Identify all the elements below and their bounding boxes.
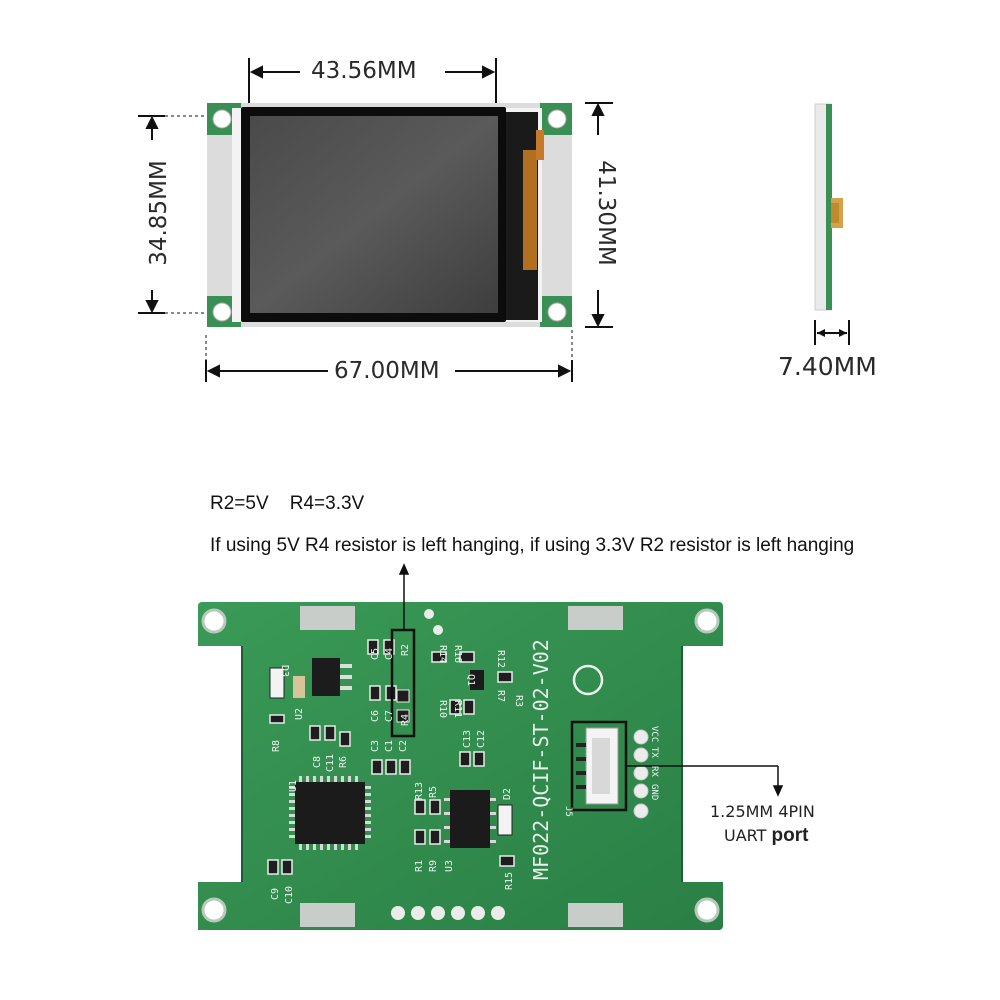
ref-label: R13 <box>414 782 425 800</box>
ref-label: C7 <box>384 710 395 722</box>
pin-label-rx: RX <box>649 766 659 777</box>
ref-label: C3 <box>370 740 381 752</box>
ref-label: C10 <box>284 886 295 904</box>
ref-label: R14 <box>437 645 448 663</box>
module-top-view <box>207 103 572 327</box>
ref-label: R2 <box>400 644 411 656</box>
ref-label: R11 <box>452 700 463 718</box>
pin-label-tx: TX <box>649 747 659 758</box>
resistor-instruction-note: If using 5V R4 resistor is left hanging,… <box>210 535 855 556</box>
pin-label-vcc: VCC <box>649 726 659 742</box>
uart-label-port: port <box>771 825 809 846</box>
ref-label: C8 <box>312 756 323 768</box>
uart-label-line2: UART port <box>724 825 808 847</box>
ref-label: R3 <box>513 695 524 707</box>
resistor-values-note: R2=5V R4=3.3V <box>210 493 365 514</box>
lcd-screen <box>250 116 498 313</box>
dimension-screen-width <box>248 58 497 105</box>
ref-label: R1 <box>414 860 425 872</box>
ref-label: R8 <box>271 740 282 752</box>
ref-label: C13 <box>462 730 473 748</box>
ref-label: R4 <box>400 714 411 726</box>
ref-label: R6 <box>338 756 349 768</box>
ref-label: U2 <box>294 708 305 720</box>
ref-label: R16 <box>452 645 463 663</box>
dimension-board-height <box>585 102 613 328</box>
resistor-pointer-arrow <box>398 563 410 630</box>
pcb-ref-labels: D3 U2 R8 C8 C11 R6 C5 C4 R2 C6 C7 R4 C3 … <box>270 644 524 904</box>
pin-label-gnd: GND <box>649 784 659 800</box>
ref-label: R10 <box>437 700 448 718</box>
uart-label-prefix: UART <box>724 826 767 845</box>
ref-label: C11 <box>325 754 336 772</box>
dimension-screen-height <box>138 115 214 314</box>
ref-label: C4 <box>384 648 395 660</box>
ref-label: R9 <box>428 860 439 872</box>
ref-label: D3 <box>279 665 290 677</box>
uart-pin-labels: VCC TX RX GND J5 <box>563 726 659 817</box>
pcb-model-label: MF022-QCIF-ST-02-V02 <box>529 639 553 880</box>
ref-label: D2 <box>502 788 513 800</box>
resistor-highlight-box <box>390 628 416 738</box>
dim-label-board-width: 67.00MM <box>328 358 446 384</box>
module-side-view <box>814 103 850 345</box>
uart-label-line1: 1.25MM 4PIN <box>710 802 815 821</box>
dim-label-thickness: 7.40MM <box>772 352 883 381</box>
dim-label-board-height: 41.30MM <box>593 147 619 279</box>
dim-label-screen-width: 43.56MM <box>305 58 423 84</box>
dim-label-screen-height: 34.85MM <box>146 147 172 279</box>
ref-label: U3 <box>444 860 455 872</box>
mcu-chip <box>295 782 365 844</box>
ref-label: C5 <box>370 648 381 660</box>
ref-label: U1 <box>288 780 299 792</box>
ref-label: R7 <box>495 690 506 702</box>
ref-label: Q1 <box>465 674 476 686</box>
ref-label: C12 <box>476 730 487 748</box>
ref-label: C2 <box>398 740 409 752</box>
ref-label: R15 <box>504 872 515 890</box>
ref-label: C9 <box>270 888 281 900</box>
ref-label: R12 <box>495 650 506 668</box>
ref-label: C1 <box>384 740 395 752</box>
dimension-board-width <box>205 330 573 382</box>
ref-label: C6 <box>370 710 381 722</box>
ref-label: R5 <box>428 786 439 798</box>
connector-ref-label: J5 <box>563 806 573 817</box>
pcb-back-view <box>198 600 724 930</box>
uart-pointer-arrow <box>626 765 784 797</box>
